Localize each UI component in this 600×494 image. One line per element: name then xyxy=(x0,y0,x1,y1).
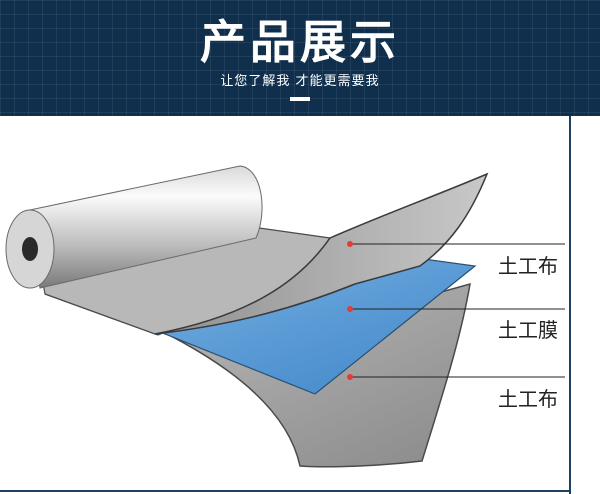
frame-bottom-line xyxy=(0,490,571,492)
marker-dot-2 xyxy=(347,306,353,312)
frame-divider xyxy=(569,116,571,494)
page-title: 产品展示 xyxy=(200,15,400,69)
roll-body xyxy=(24,165,263,289)
geomembrane-diagram xyxy=(5,165,565,468)
page-subtitle: 让您了解我 才能更需要我 xyxy=(220,74,380,89)
header-banner: 产品展示 让您了解我 才能更需要我 xyxy=(0,0,600,116)
layer-label-top-fabric: 土工布 xyxy=(498,254,558,278)
layer-label-membrane: 土工膜 xyxy=(498,318,558,342)
top-fabric-flap xyxy=(154,172,489,335)
roll-core xyxy=(22,237,38,261)
layer-label-bottom-fabric: 土工布 xyxy=(498,387,558,411)
title-accent-bar xyxy=(290,97,310,101)
marker-dot-1 xyxy=(347,241,353,247)
marker-dot-3 xyxy=(347,374,353,380)
